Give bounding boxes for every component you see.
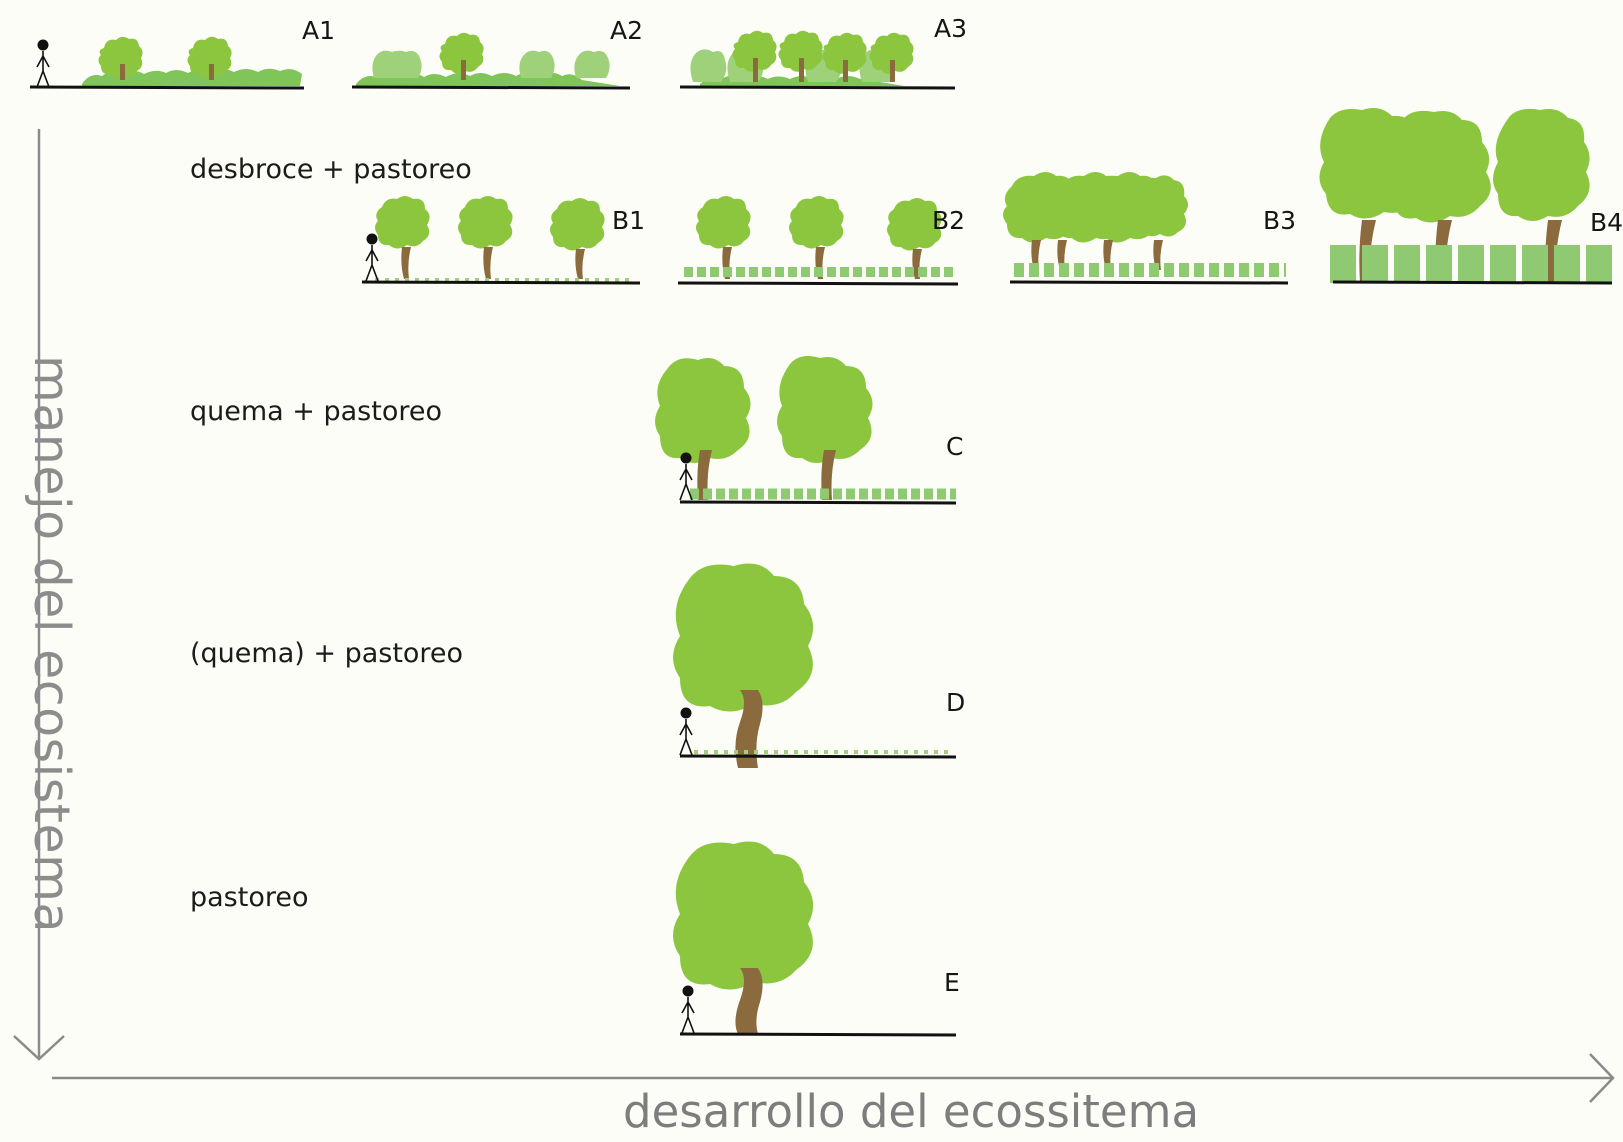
panel-b1-illustration (361, 196, 641, 285)
panel-c-illustration (655, 356, 957, 505)
panel-b2-illustration (677, 196, 959, 286)
y-axis-arrow (13, 129, 65, 1061)
x-axis-arrow (52, 1053, 1615, 1103)
panel-label-c: C (946, 432, 964, 461)
row-label-d: (quema) + pastoreo (190, 638, 464, 669)
panel-label-d: D (946, 688, 966, 717)
panel-label-b2: B2 (932, 206, 966, 235)
panel-label-b3: B3 (1263, 206, 1297, 235)
row-label-c: quema + pastoreo (190, 396, 442, 427)
panel-d-illustration (673, 563, 957, 768)
panel-label-a1: A1 (302, 16, 336, 45)
panel-label-a2: A2 (610, 16, 644, 45)
panel-e-illustration (673, 841, 957, 1037)
panel-a3-illustration (679, 30, 956, 90)
row-label-e: pastoreo (190, 882, 309, 913)
panel-b3-illustration (1003, 172, 1289, 285)
row-label-b: desbroce + pastoreo (190, 154, 472, 185)
panel-label-b4: B4 (1590, 208, 1623, 237)
panel-a1-illustration (29, 36, 305, 90)
panel-a2-illustration (351, 32, 631, 90)
panel-b4-illustration (1319, 108, 1613, 285)
x-axis-title: desarrollo del ecossitema (623, 1085, 1200, 1138)
panel-label-b1: B1 (612, 206, 646, 235)
y-axis-title: manejo del ecosistema (23, 355, 80, 933)
panel-label-e: E (944, 968, 960, 997)
panel-label-a3: A3 (934, 14, 968, 43)
